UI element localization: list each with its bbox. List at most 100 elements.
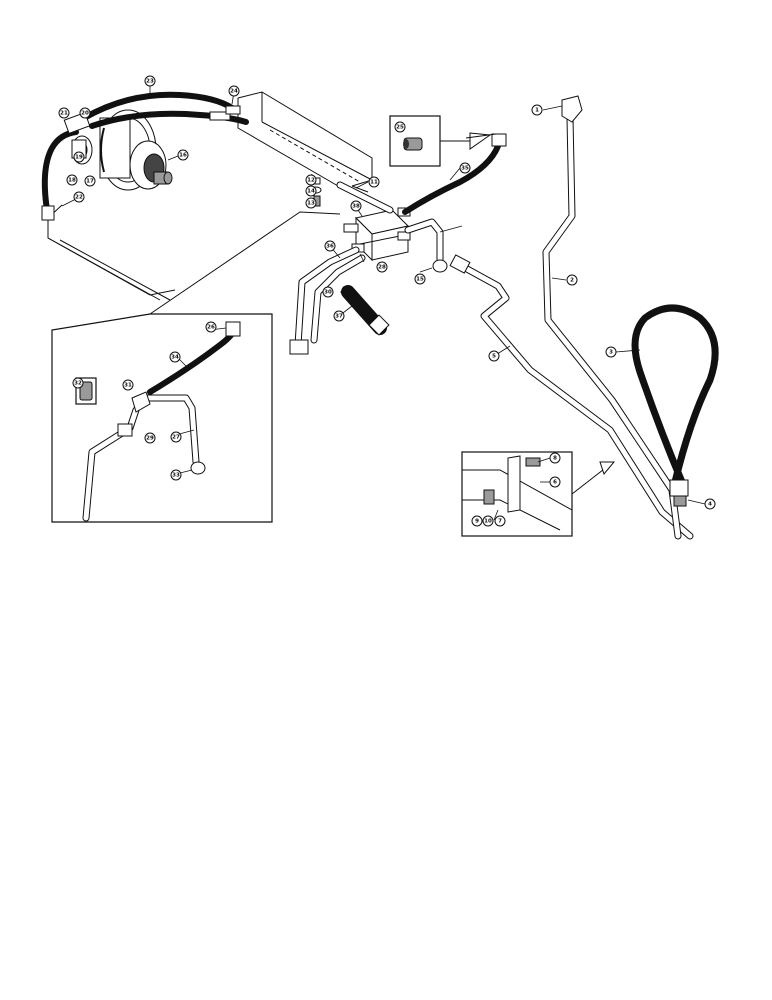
callout-number: 33 bbox=[172, 472, 180, 478]
callout-bubble bbox=[305, 174, 317, 186]
callout-number: 19 bbox=[75, 154, 83, 160]
callout-9: 9 bbox=[471, 515, 483, 527]
callout-number: 28 bbox=[378, 264, 386, 270]
callout-26: 26 bbox=[205, 321, 217, 333]
callout-number: 14 bbox=[307, 188, 315, 194]
callout-bubble bbox=[333, 310, 345, 322]
callout-31: 31 bbox=[122, 379, 134, 391]
callout-number: 6 bbox=[553, 479, 557, 485]
callout-37: 37 bbox=[333, 310, 345, 322]
callout-29: 29 bbox=[144, 432, 156, 444]
callout-number: 37 bbox=[335, 313, 343, 319]
callout-bubble bbox=[350, 200, 362, 212]
callout-bubble bbox=[494, 515, 506, 527]
callout-36: 36 bbox=[324, 240, 336, 252]
callout-number: 34 bbox=[171, 354, 179, 360]
callout-bubble bbox=[170, 431, 182, 443]
callout-bubble bbox=[73, 151, 85, 163]
callout-17: 17 bbox=[84, 175, 96, 187]
callout-bubble bbox=[459, 162, 471, 174]
callout-number: 21 bbox=[60, 110, 68, 116]
callout-bubble bbox=[144, 75, 156, 87]
callout-5: 5 bbox=[488, 350, 500, 362]
callout-bubble bbox=[394, 121, 406, 133]
callout-number: 35 bbox=[461, 165, 469, 171]
callout-number: 12 bbox=[307, 177, 315, 183]
callout-number: 26 bbox=[207, 324, 215, 330]
callout-8: 8 bbox=[549, 452, 561, 464]
tube-11 bbox=[336, 181, 394, 214]
callout-bubble bbox=[122, 379, 134, 391]
callout-number: 9 bbox=[475, 518, 479, 524]
callout-number: 8 bbox=[553, 455, 557, 461]
callout-number: 23 bbox=[146, 78, 154, 84]
callout-number: 1 bbox=[535, 107, 539, 113]
callout-1: 1 bbox=[531, 104, 543, 116]
callout-number: 31 bbox=[124, 382, 132, 388]
callout-bubble bbox=[549, 452, 561, 464]
callout-number: 13 bbox=[307, 200, 315, 206]
callout-bubble bbox=[549, 476, 561, 488]
callout-number: 30 bbox=[324, 289, 332, 295]
callout-number: 3 bbox=[609, 349, 613, 355]
callout-13: 13 bbox=[305, 197, 317, 209]
callout-number: 7 bbox=[498, 518, 502, 524]
callout-35: 35 bbox=[459, 162, 471, 174]
callout-number: 18 bbox=[68, 177, 76, 183]
callout-bubble bbox=[73, 191, 85, 203]
callout-bubble bbox=[79, 107, 91, 119]
callout-bubble bbox=[471, 515, 483, 527]
callout-bubble bbox=[169, 351, 181, 363]
callout-number: 5 bbox=[492, 353, 496, 359]
inset-elbow-25 bbox=[389, 115, 497, 167]
callout-number: 22 bbox=[75, 194, 83, 200]
callout-bubble bbox=[376, 261, 388, 273]
callout-bubble bbox=[84, 175, 96, 187]
reservoir-tank bbox=[47, 204, 176, 301]
callout-bubble bbox=[324, 240, 336, 252]
callout-23: 23 bbox=[144, 75, 156, 87]
callout-10: 10 bbox=[482, 515, 494, 527]
tube-16 bbox=[289, 246, 366, 355]
callout-bubble bbox=[368, 176, 380, 188]
callout-number: 29 bbox=[146, 435, 154, 441]
callout-number: 11 bbox=[370, 179, 378, 185]
callout-18: 18 bbox=[66, 174, 78, 186]
callout-3: 3 bbox=[605, 346, 617, 358]
callout-20: 20 bbox=[79, 107, 91, 119]
callout-number: 2 bbox=[570, 277, 574, 283]
callout-19: 19 bbox=[73, 151, 85, 163]
callout-number: 16 bbox=[179, 152, 187, 158]
callout-bubble bbox=[72, 377, 84, 389]
frame-block bbox=[237, 91, 373, 193]
callout-number: 25 bbox=[396, 124, 404, 130]
callout-28: 28 bbox=[376, 261, 388, 273]
callout-number: 27 bbox=[172, 434, 180, 440]
callout-14: 14 bbox=[305, 185, 317, 197]
callout-number: 10 bbox=[484, 518, 492, 524]
hose-3-loop bbox=[631, 304, 719, 507]
callout-number: 24 bbox=[230, 88, 238, 94]
callout-bubble bbox=[414, 273, 426, 285]
callout-number: 15 bbox=[416, 276, 424, 282]
callout-bubble bbox=[704, 498, 716, 510]
callout-number: 36 bbox=[326, 243, 334, 249]
hose-33-to-fitting bbox=[402, 133, 507, 215]
tube-5 bbox=[449, 254, 694, 540]
callout-34: 34 bbox=[169, 351, 181, 363]
callout-bubble bbox=[205, 321, 217, 333]
callout-bubble bbox=[566, 274, 578, 286]
callout-6: 6 bbox=[549, 476, 561, 488]
callout-number: 4 bbox=[708, 501, 712, 507]
inset-large-detail bbox=[51, 211, 341, 523]
callout-25: 25 bbox=[394, 121, 406, 133]
callout-bubble bbox=[305, 197, 317, 209]
callout-32: 32 bbox=[72, 377, 84, 389]
callout-number: 32 bbox=[74, 380, 82, 386]
callout-bubble bbox=[177, 149, 189, 161]
callout-number: 38 bbox=[352, 203, 360, 209]
hose-30-37 bbox=[341, 285, 390, 336]
callout-bubble bbox=[144, 432, 156, 444]
callout-bubble bbox=[605, 346, 617, 358]
